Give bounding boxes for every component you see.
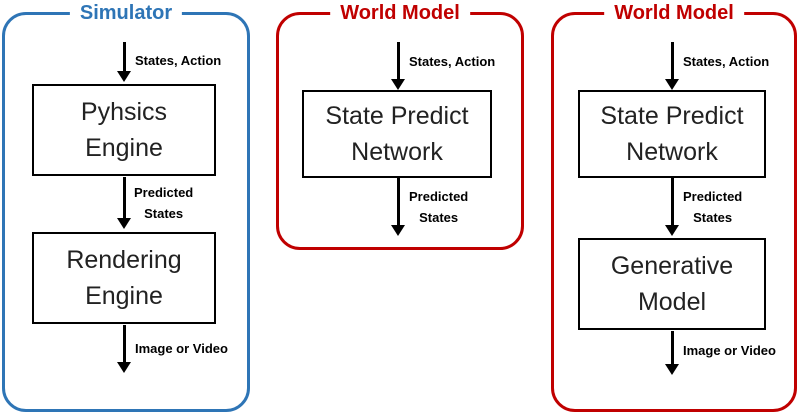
world-model-1-predicted-states-label: Predicted States xyxy=(409,186,468,228)
world-model-2-predicted-states-line1: Predicted xyxy=(683,189,743,204)
world-model-2-input-arrow xyxy=(662,42,682,90)
world-model-1-input-label: States, Action xyxy=(409,54,496,69)
simulator-predicted-states-line1: Predicted xyxy=(134,185,194,200)
world-model-1-box-label-line2: Network xyxy=(351,138,443,166)
world-model-1-state-predict-box: State Predict Network xyxy=(302,90,492,178)
world-model-2-input-label: States, Action xyxy=(683,54,770,69)
rendering-engine-label-line2: Engine xyxy=(85,282,163,310)
simulator-input-label: States, Action xyxy=(135,53,222,68)
generative-model-label-line1: Generative xyxy=(610,252,734,280)
simulator-title: Simulator xyxy=(69,0,183,26)
world-model-1-input-arrow xyxy=(388,42,408,90)
generative-model-box: Generative Model xyxy=(578,238,766,330)
world-model-2-title: World Model xyxy=(604,0,744,26)
world-model-2-output-arrow xyxy=(662,331,682,375)
simulator-mid-arrow xyxy=(114,177,134,229)
simulator-output-arrow xyxy=(114,325,134,373)
simulator-predicted-states-label: Predicted States xyxy=(134,182,193,224)
physics-engine-label-line2: Engine xyxy=(85,134,163,162)
world-model-1-box-label-line1: State Predict xyxy=(325,102,469,130)
rendering-engine-box: Rendering Engine xyxy=(32,232,216,324)
world-model-panel-2: World Model xyxy=(551,0,797,412)
simulator-output-label: Image or Video xyxy=(135,341,228,356)
simulator-predicted-states-line2: States xyxy=(144,206,184,221)
world-model-1-output-arrow xyxy=(388,178,408,236)
world-model-panel-1: World Model xyxy=(276,0,524,250)
world-model-2-box-label-line1: State Predict xyxy=(600,102,744,130)
physics-engine-label-line1: Pyhsics xyxy=(80,98,168,126)
world-model-2-box-label-line2: Network xyxy=(626,138,718,166)
world-model-2-predicted-states-label: Predicted States xyxy=(683,186,742,228)
world-model-2-predicted-states-line2: States xyxy=(693,210,733,225)
simulator-input-arrow xyxy=(114,42,134,82)
world-model-2-output-label: Image or Video xyxy=(683,343,776,358)
physics-engine-box: Pyhsics Engine xyxy=(32,84,216,176)
world-model-2-mid-arrow xyxy=(662,178,682,236)
world-model-1-output-line1: Predicted xyxy=(409,189,469,204)
world-model-2-state-predict-box: State Predict Network xyxy=(578,90,766,178)
rendering-engine-label-line1: Rendering xyxy=(66,246,182,274)
generative-model-label-line2: Model xyxy=(637,288,707,316)
world-model-1-output-line2: States xyxy=(419,210,459,225)
simulator-panel: Simulator xyxy=(2,0,250,412)
world-model-1-title: World Model xyxy=(330,0,470,26)
